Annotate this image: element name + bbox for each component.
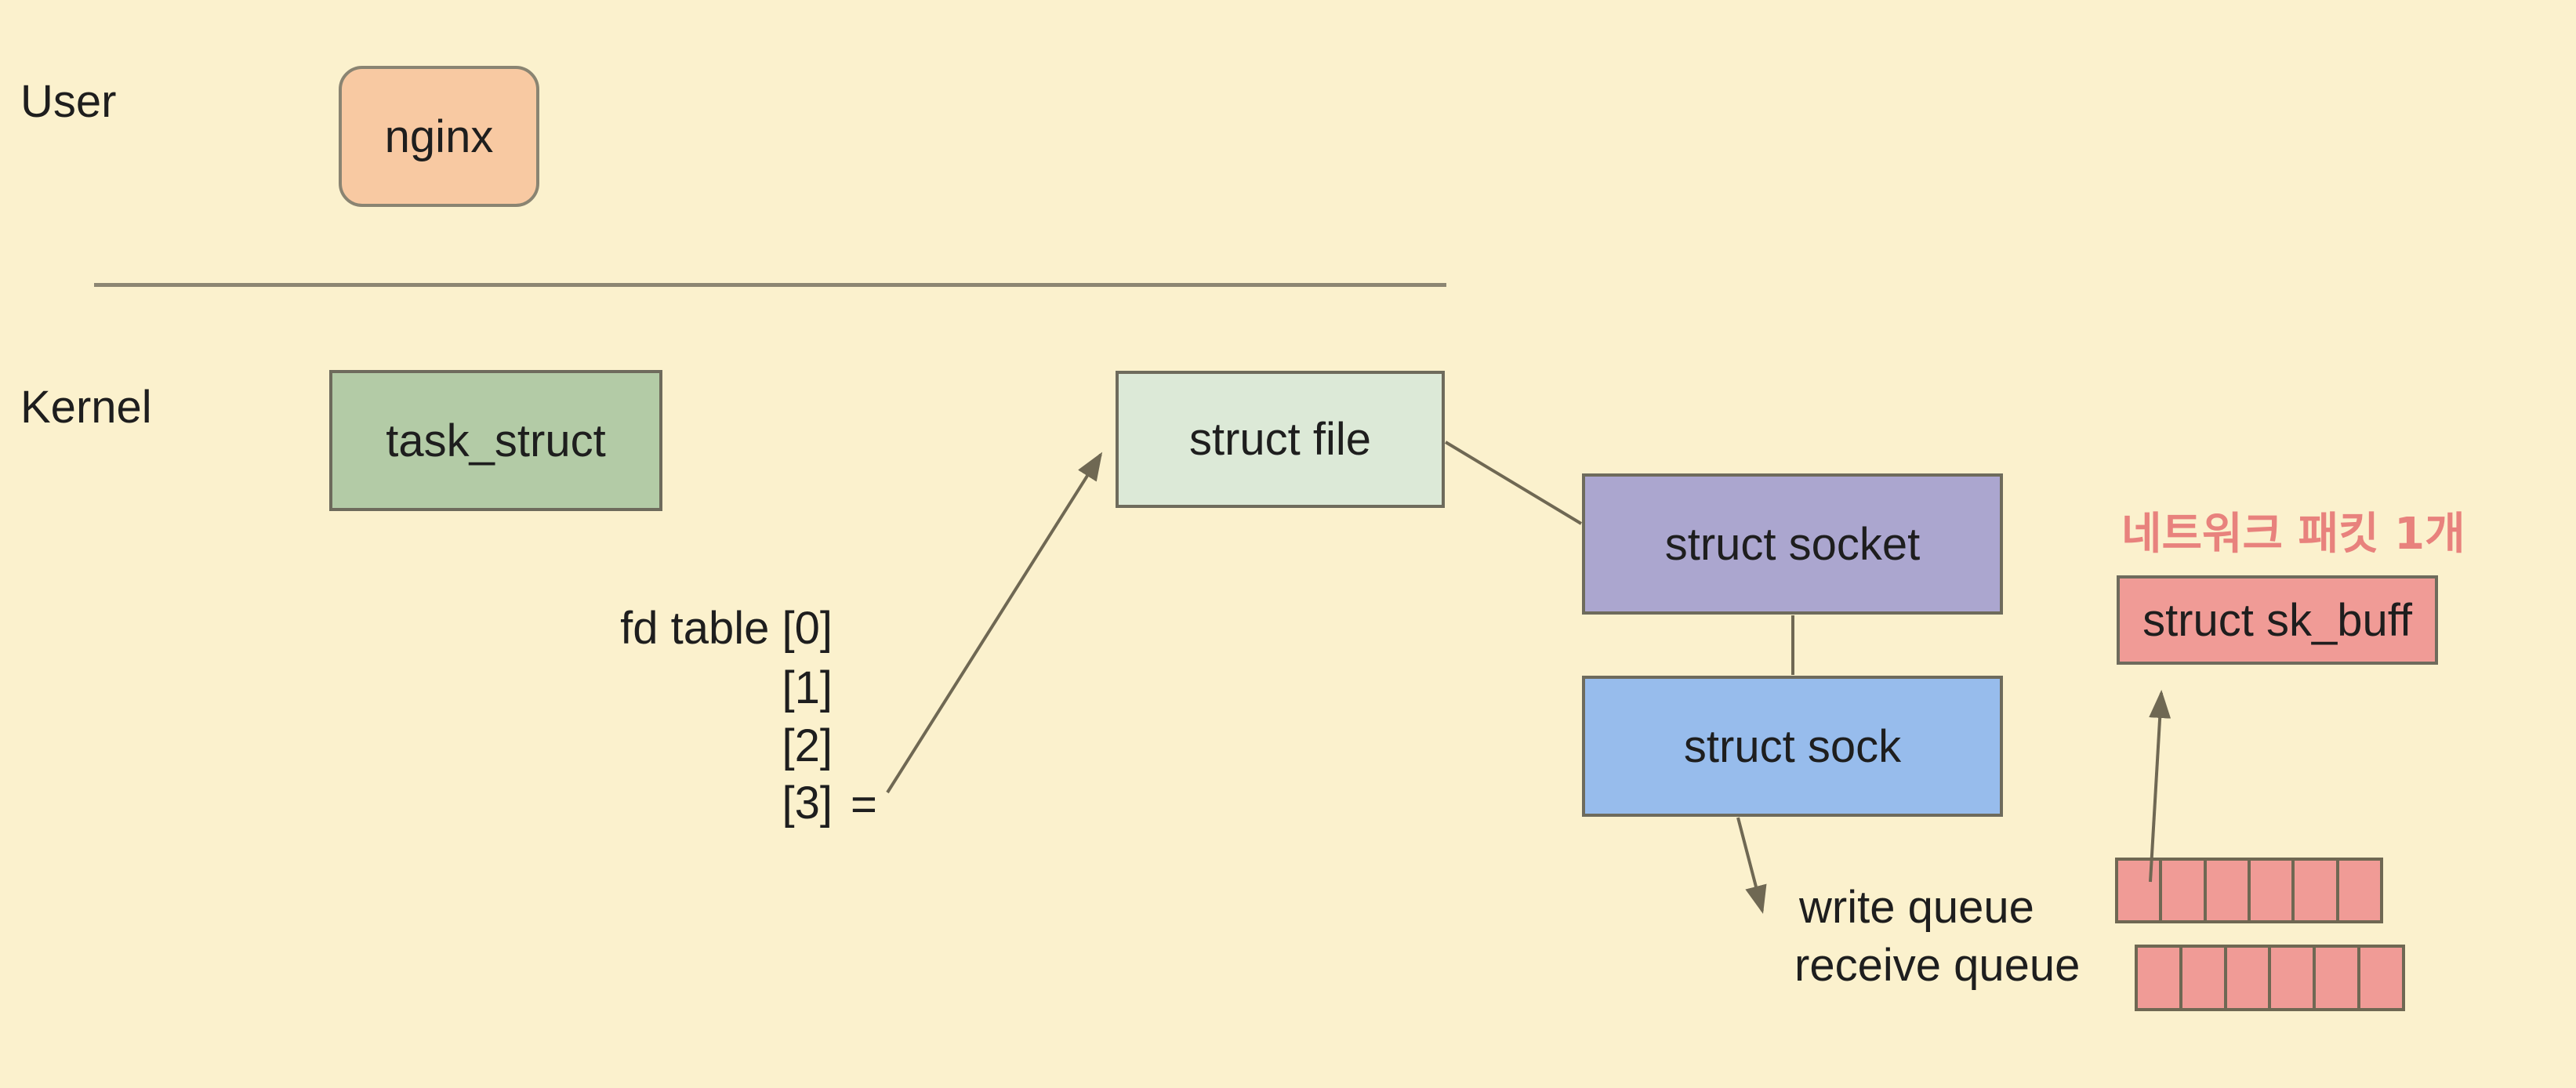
task-struct-box: task_struct [329, 370, 662, 511]
struct-file-box-label: struct file [1188, 414, 1372, 465]
receive-queue-cells [2135, 945, 2405, 1011]
queue-cell [2179, 948, 2224, 1008]
queue-cell [2335, 861, 2380, 920]
struct-socket-box: struct socket [1582, 473, 2003, 615]
receive-queue-label: receive queue [1794, 940, 2081, 991]
write-queue-label: write queue [1799, 882, 2034, 933]
queue-cell [2118, 861, 2160, 920]
sock-to-write-queue-arrow [1736, 817, 1767, 914]
struct-socket-box-label: struct socket [1664, 518, 1921, 570]
struct-file-box: struct file [1116, 371, 1445, 508]
queue-cell [2247, 861, 2292, 920]
write-queue-to-sk-buff-arrow [2149, 690, 2171, 883]
fd-table-entry-2: [2] [782, 720, 833, 771]
queue-cell [2291, 861, 2336, 920]
queue-cell [2268, 948, 2313, 1008]
fd-table-entry-0: fd table [0] [620, 603, 833, 654]
struct-sk-buff-box: struct sk_buff [2117, 575, 2438, 665]
network-packet-annotation: 네트워크 패킷 1개 [2121, 509, 2465, 560]
struct-file-to-socket-line [1444, 441, 1583, 525]
struct-sk-buff-box-label: struct sk_buff [2142, 594, 2412, 646]
fd3-to-struct-file-arrow [886, 452, 1103, 794]
queue-cell [2313, 948, 2358, 1008]
queue-cell [2203, 861, 2248, 920]
fd-table-entry-3: [3] [782, 778, 833, 829]
user-kernel-divider [94, 283, 1446, 287]
write-queue-cells [2115, 858, 2383, 923]
queue-cell [2159, 861, 2204, 920]
queue-cell [2223, 948, 2269, 1008]
fd-table-entry-1: [1] [782, 662, 833, 713]
task-struct-box-label: task_struct [386, 415, 606, 466]
fd-table-equals-sign: = [851, 779, 877, 830]
struct-sock-box: struct sock [1582, 676, 2003, 817]
nginx-box: nginx [339, 66, 539, 207]
queue-cell [2138, 948, 2179, 1008]
user-region-label: User [20, 76, 117, 127]
nginx-box-label: nginx [384, 111, 494, 162]
queue-cell [2357, 948, 2402, 1008]
kernel-region-label: Kernel [20, 382, 152, 433]
struct-sock-box-label: struct sock [1683, 720, 1902, 772]
